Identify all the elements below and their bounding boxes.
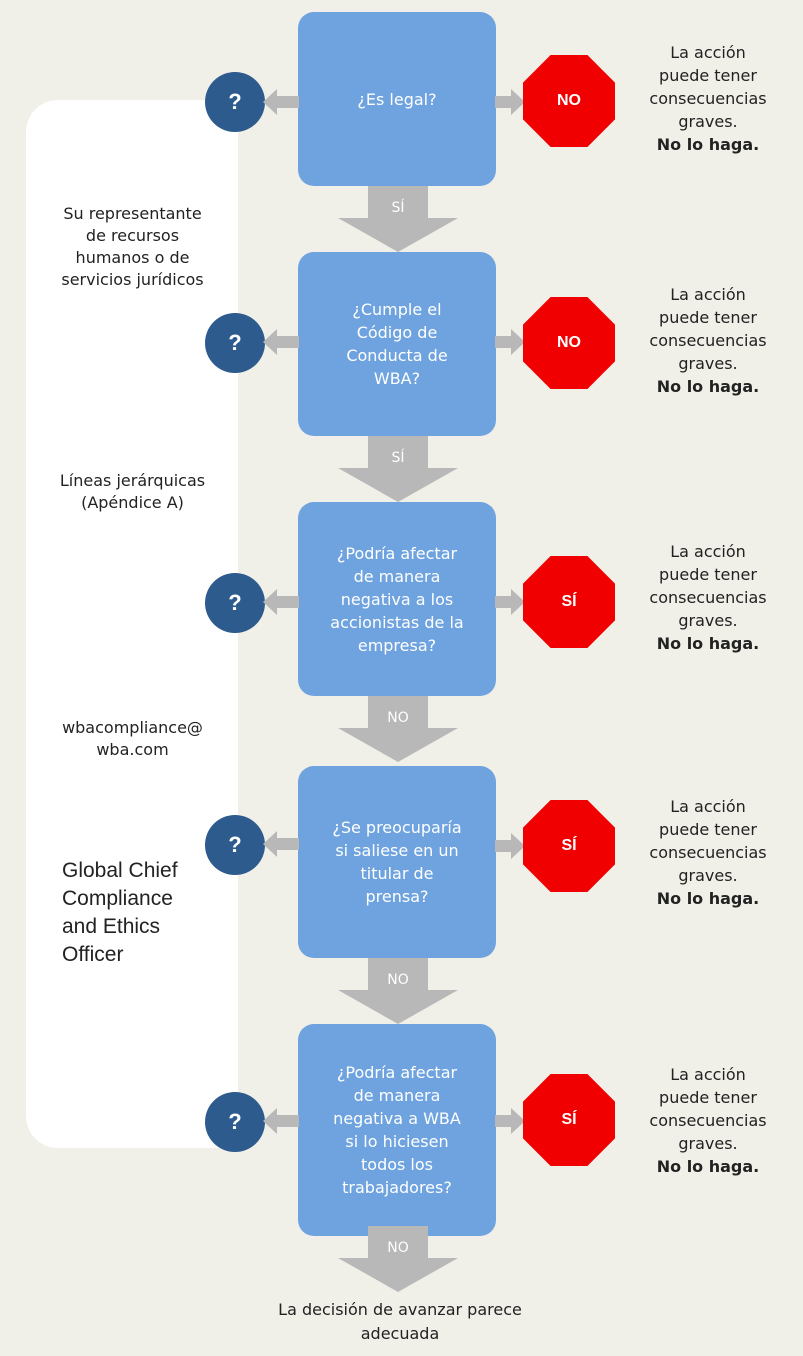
left-arrow-4 (263, 831, 299, 857)
outcome-text-1: La acción puede tener consecuencias grav… (628, 41, 788, 156)
help-circle-1: ? (205, 72, 265, 132)
final-outcome: La decisión de avanzar parece adecuada (278, 1300, 522, 1343)
down-arrow-1: SÍ (338, 186, 458, 252)
stop-sign-2: NO (523, 297, 615, 389)
contact-email: wbacompliance@ wba.com (62, 718, 203, 759)
question-mark-icon: ? (228, 89, 242, 114)
question-box-1: ¿Es legal? (298, 12, 496, 186)
contact-hr-legal: Su representante de recursos humanos o d… (61, 204, 204, 289)
outcome-text-4: La acción puede tener consecuencias grav… (628, 795, 788, 910)
down-arrow-label-2: SÍ (391, 450, 405, 466)
stop-sign-label-4: SÍ (523, 800, 615, 892)
left-arrow-5 (263, 1108, 299, 1134)
right-arrow-5 (495, 1108, 525, 1134)
right-arrow-3 (495, 589, 525, 615)
stop-sign-1: NO (523, 55, 615, 147)
question-box-4: ¿Se preocuparía si saliese en un titular… (298, 766, 496, 958)
question-mark-icon: ? (228, 832, 242, 857)
question-text-2: ¿Cumple el Código de Conducta de WBA? (346, 300, 448, 388)
stop-sign-4: SÍ (523, 800, 615, 892)
question-box-5: ¿Podría afectar de manera negativa a WBA… (298, 1024, 496, 1236)
left-arrow-1 (263, 89, 299, 115)
outcome-body: La acción puede tener consecuencias grav… (649, 285, 767, 373)
stop-sign-label-2: NO (523, 297, 615, 389)
down-arrow-3: NO (338, 696, 458, 762)
right-arrow-2 (495, 329, 525, 355)
down-arrow-2: SÍ (338, 436, 458, 502)
question-box-2: ¿Cumple el Código de Conducta de WBA? (298, 252, 496, 436)
stop-sign-label-5: SÍ (523, 1074, 615, 1166)
right-arrow-4 (495, 833, 525, 859)
right-arrow-1 (495, 89, 525, 115)
question-text-1: ¿Es legal? (357, 89, 437, 109)
down-arrow-5: NO (338, 1226, 458, 1292)
contact-compliance-officer: Global Chief Compliance and Ethics Offic… (62, 859, 178, 966)
help-circle-2: ? (205, 313, 265, 373)
outcome-text-5: La acción puede tener consecuencias grav… (628, 1063, 788, 1178)
question-text-5: ¿Podría afectar de manera negativa a WBA… (333, 1063, 461, 1197)
outcome-body: La acción puede tener consecuencias grav… (649, 1065, 767, 1153)
outcome-body: La acción puede tener consecuencias grav… (649, 797, 767, 885)
contacts-panel (26, 100, 238, 1148)
outcome-text-2: La acción puede tener consecuencias grav… (628, 283, 788, 398)
down-arrow-4: NO (338, 958, 458, 1024)
stop-sign-label-1: NO (523, 55, 615, 147)
outcome-emphasis: No lo haga. (656, 377, 760, 396)
question-mark-icon: ? (228, 590, 242, 615)
stop-sign-5: SÍ (523, 1074, 615, 1166)
outcome-body: La acción puede tener consecuencias grav… (649, 542, 767, 630)
question-text-3: ¿Podría afectar de manera negativa a los… (330, 543, 464, 655)
outcome-emphasis: No lo haga. (656, 1157, 760, 1176)
outcome-body: La acción puede tener consecuencias grav… (649, 43, 767, 131)
question-box-3: ¿Podría afectar de manera negativa a los… (298, 502, 496, 696)
contact-reporting-lines: Líneas jerárquicas (Apéndice A) (59, 471, 206, 512)
help-circle-4: ? (205, 815, 265, 875)
down-arrow-label-5: NO (387, 1240, 409, 1256)
help-circle-3: ? (205, 573, 265, 633)
question-mark-icon: ? (228, 1109, 242, 1134)
down-arrow-label-4: NO (387, 972, 409, 988)
down-arrow-label-3: NO (387, 710, 409, 726)
help-circle-5: ? (205, 1092, 265, 1152)
outcome-emphasis: No lo haga. (656, 889, 760, 908)
outcome-emphasis: No lo haga. (656, 135, 760, 154)
stop-sign-3: SÍ (523, 556, 615, 648)
down-arrow-label-1: SÍ (391, 200, 405, 216)
question-text-4: ¿Se preocuparía si saliese en un titular… (332, 818, 462, 906)
stop-sign-label-3: SÍ (523, 556, 615, 648)
left-arrow-2 (263, 329, 299, 355)
outcome-emphasis: No lo haga. (656, 634, 760, 653)
left-arrow-3 (263, 589, 299, 615)
question-mark-icon: ? (228, 330, 242, 355)
outcome-text-3: La acción puede tener consecuencias grav… (628, 540, 788, 655)
